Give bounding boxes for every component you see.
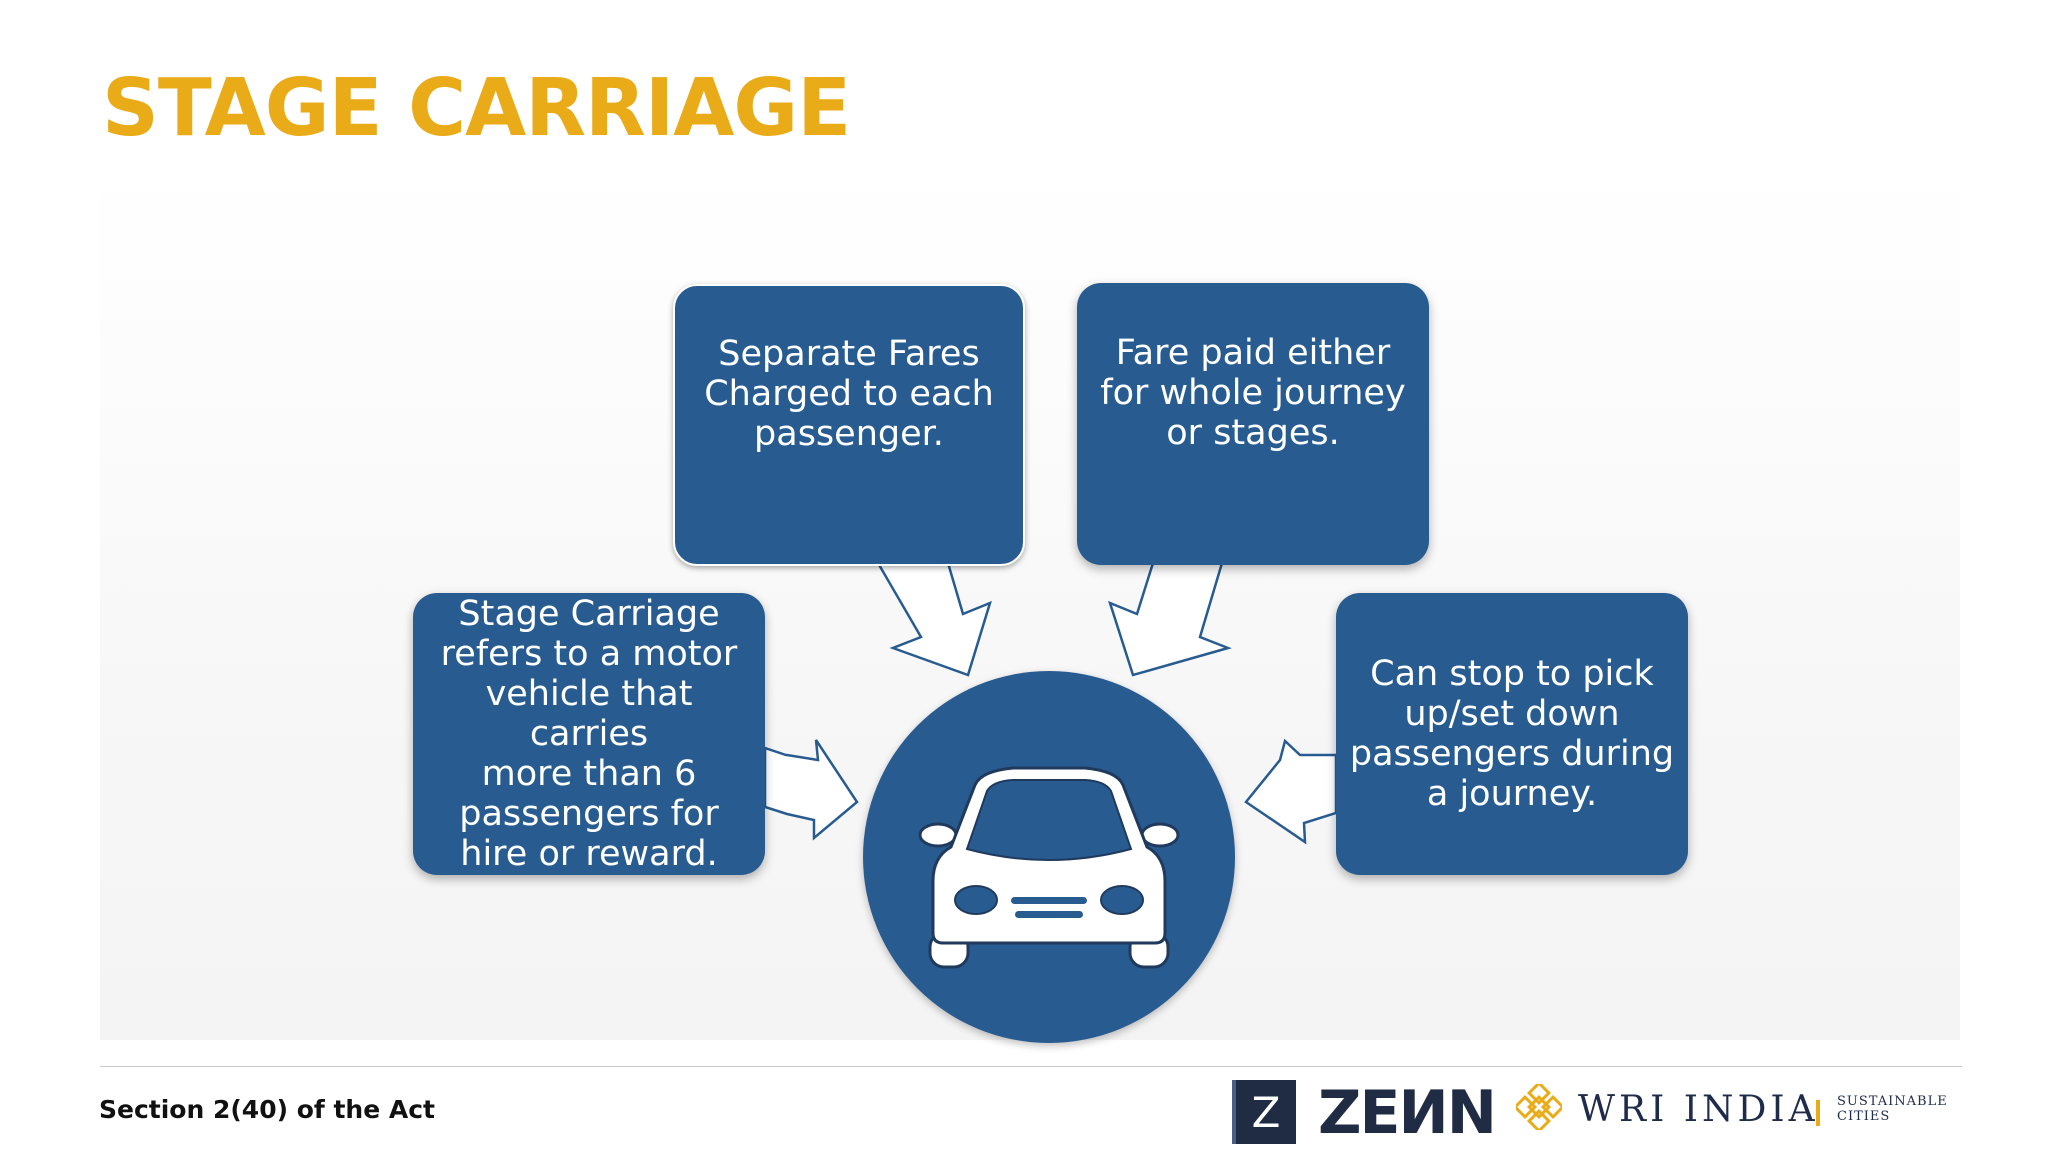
wri-knot-icon — [1516, 1084, 1562, 1130]
wri-wordmark: WRI INDIA — [1578, 1089, 1819, 1130]
zenn-mark: Z — [1232, 1080, 1296, 1144]
arrow-top-right — [1107, 561, 1232, 677]
wri-divider — [1816, 1100, 1820, 1126]
footer-divider — [100, 1066, 1962, 1067]
box-separate-fares: Separate Fares Charged to each passenger… — [673, 284, 1025, 566]
arrow-top-left — [875, 561, 992, 677]
box-fare-paid-text: Fare paid either for whole journey or st… — [1100, 333, 1406, 453]
arrow-left — [763, 739, 859, 841]
wri-subtitle: SUSTAINABLE CITIES — [1837, 1094, 1948, 1124]
box-separate-fares-text: Separate Fares Charged to each passenger… — [704, 334, 994, 454]
page-title: STAGE CARRIAGE — [102, 62, 851, 154]
wri-india-logo: WRI INDIA SUSTAINABLE CITIES — [1516, 1080, 1948, 1144]
hub-circle — [863, 671, 1235, 1043]
box-definition-text: Stage Carriage refers to a motor vehicle… — [440, 594, 738, 874]
box-can-stop: Can stop to pick up/set down passengers … — [1336, 593, 1688, 875]
arrow-right — [1244, 738, 1338, 845]
box-can-stop-text: Can stop to pick up/set down passengers … — [1349, 654, 1675, 814]
zenn-wordmark: ZEИN — [1318, 1078, 1497, 1148]
box-fare-paid: Fare paid either for whole journey or st… — [1077, 283, 1429, 565]
car-icon — [918, 766, 1180, 969]
box-definition: Stage Carriage refers to a motor vehicle… — [413, 593, 765, 875]
footer-note: Section 2(40) of the Act — [99, 1095, 435, 1124]
zenn-logo: Z ZEИN — [1230, 1078, 1497, 1148]
